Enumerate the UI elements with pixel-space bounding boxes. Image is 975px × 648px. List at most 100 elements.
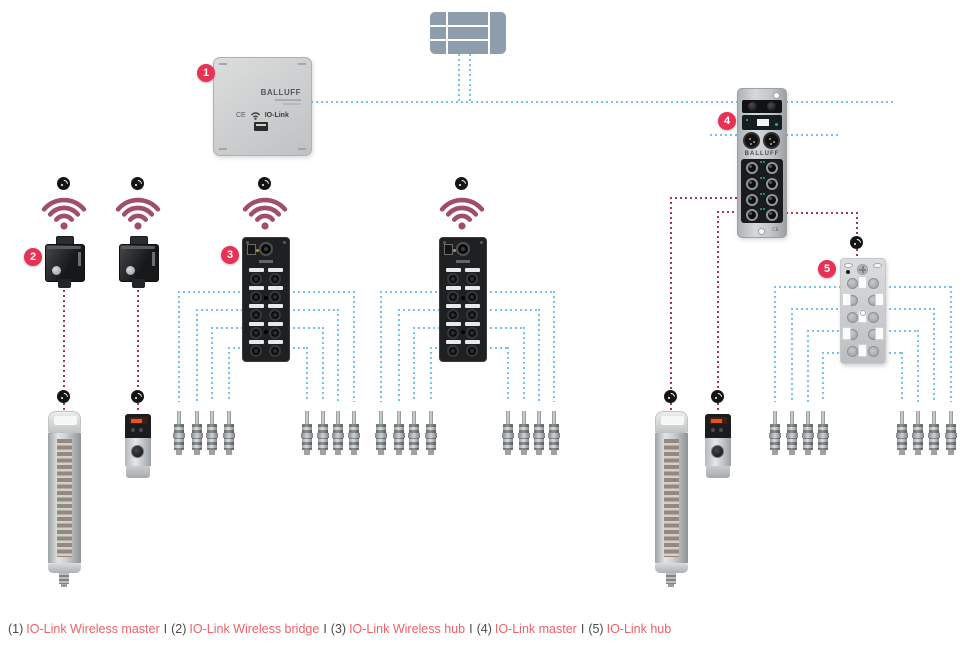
m8-sensor: [786, 411, 798, 455]
io-link-cable-line: [774, 286, 776, 402]
m8-sensor: [348, 411, 360, 455]
badge-5: 5: [818, 260, 836, 278]
io-link-cable-line: [288, 347, 306, 349]
caption-label: IO-Link Wireless bridge: [189, 622, 320, 636]
wireless-chip-icon: [131, 177, 144, 190]
badge-2: 2: [24, 248, 42, 266]
wireless-link-line: [717, 211, 719, 389]
io-link-cable-line: [413, 327, 415, 402]
caption-label: IO-Link Wireless master: [26, 622, 160, 636]
wireless-link-line: [137, 403, 139, 411]
m8-sensor: [548, 411, 560, 455]
tower-light-sensor: [655, 411, 688, 587]
model-text-placeholder: [275, 99, 301, 101]
wireless-chip-icon: [258, 177, 271, 190]
wireless-link-line: [786, 212, 857, 214]
io-link-cable-line: [288, 309, 337, 311]
m8-sensor: [393, 411, 405, 455]
io-link-wireless-hub-device: [439, 237, 487, 362]
io-link-cable-line: [884, 286, 950, 288]
caption-number: (2): [171, 622, 187, 636]
io-link-cable-line: [228, 347, 242, 349]
io-link-cable-line: [807, 330, 809, 402]
m8-sensor: [425, 411, 437, 455]
wireless-chip-icon: [57, 177, 70, 190]
tower-light-sensor: [48, 411, 81, 587]
wireless-link-line: [717, 211, 737, 213]
io-link-cable-line: [950, 286, 952, 402]
m8-sensor: [769, 411, 781, 455]
caption-label: IO-Link Wireless hub: [349, 622, 466, 636]
wireless-link-line: [856, 249, 858, 258]
wireless-chip-icon: [455, 177, 468, 190]
caption-number: (3): [330, 622, 347, 636]
wireless-link-line: [670, 403, 672, 411]
m8-sensor: [912, 411, 924, 455]
io-link-cable-line: [211, 327, 213, 402]
ce-mark: CE: [236, 111, 246, 119]
io-link-cable-line: [196, 309, 198, 402]
caption-label: IO-Link hub: [606, 622, 672, 636]
io-link-cable-line: [413, 327, 439, 329]
balluff-logo: BALLUFF: [260, 88, 301, 97]
io-link-cable-line: [178, 291, 180, 402]
io-link-cable-line: [380, 291, 439, 293]
m8-sensor: [928, 411, 940, 455]
io-link-cable-line: [807, 330, 840, 332]
caption-separator: I: [163, 622, 168, 636]
m8-sensor: [802, 411, 814, 455]
io-link-cable-line: [917, 330, 919, 402]
io-link-cable-line: [380, 291, 382, 402]
wifi-signal-icon: [439, 197, 485, 230]
io-link-logo: IO-Link: [264, 111, 289, 119]
model-text-placeholder: [283, 103, 301, 105]
io-link-cable-line: [791, 308, 840, 310]
io-link-cable-line: [288, 327, 322, 329]
m8-sensor: [301, 411, 313, 455]
wireless-link-line: [63, 290, 65, 389]
io-link-cable-line: [933, 308, 935, 402]
m8-sensor: [896, 411, 908, 455]
status-display: [742, 115, 782, 130]
wireless-chip-icon: [850, 236, 863, 249]
m8-sensor: [332, 411, 344, 455]
label-chip: [254, 122, 268, 131]
io-link-wireless-bridge-device: [119, 236, 159, 288]
io-link-cable-line: [553, 291, 555, 402]
wireless-chip-icon: [711, 390, 724, 403]
io-link-wireless-bridge-device: [45, 236, 85, 288]
wireless-link-line: [856, 212, 858, 236]
io-link-cable-line: [485, 291, 553, 293]
m8-sensor: [518, 411, 530, 455]
m8-sensor: [502, 411, 514, 455]
m8-sensor: [817, 411, 829, 455]
io-link-cable-line: [791, 308, 793, 402]
io-link-cable-line: [306, 101, 737, 103]
io-link-cable-line: [507, 347, 509, 402]
io-link-cable-line: [538, 309, 540, 402]
m8-sensor: [375, 411, 387, 455]
io-link-cable-line: [901, 352, 903, 402]
m8-sensor: [317, 411, 329, 455]
io-link-cable-line: [469, 54, 471, 102]
m8-sensor: [191, 411, 203, 455]
balluff-logo: BALLUFF: [744, 151, 780, 157]
io-link-cable-line: [458, 54, 460, 102]
io-link-cable-line: [485, 309, 538, 311]
wireless-chip-icon: [131, 390, 144, 403]
ce-mark: CE: [772, 227, 779, 233]
io-link-wireless-hub-device: [242, 237, 290, 362]
m8-sensor: [206, 411, 218, 455]
plc-block: [430, 12, 506, 54]
io-link-cable-line: [523, 327, 525, 402]
photoelectric-sensor: [125, 414, 151, 478]
wireless-link-line: [670, 197, 672, 389]
wireless-chip-icon: [664, 390, 677, 403]
io-link-cable-line: [884, 352, 901, 354]
io-link-cable-line: [485, 347, 507, 349]
io-link-cable-line: [884, 330, 917, 332]
io-link-cable-line: [306, 347, 308, 402]
m8-sensor: [533, 411, 545, 455]
